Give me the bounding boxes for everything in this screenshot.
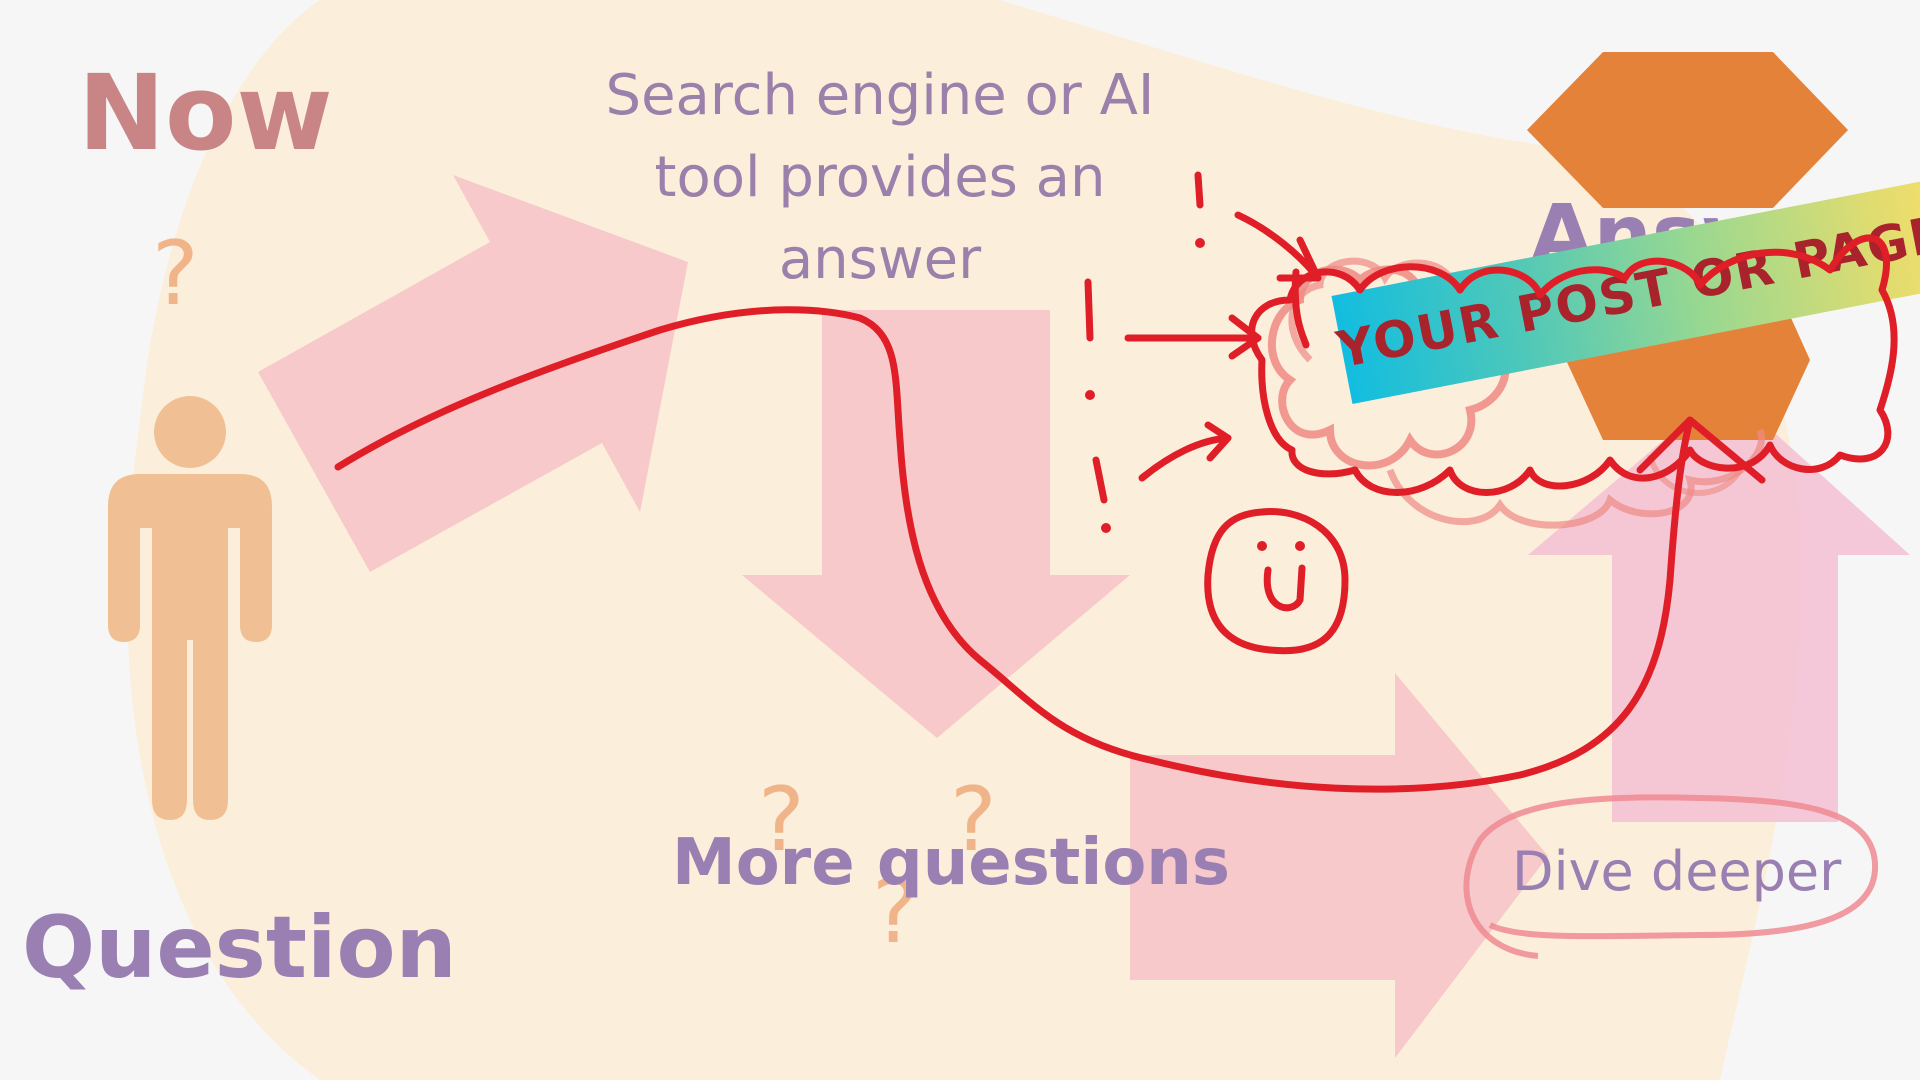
red-path-line <box>334 306 1694 793</box>
smiley-icon <box>1204 508 1349 655</box>
arrow-right <box>1130 673 1548 1058</box>
red-cloud-scribble <box>1248 234 1898 496</box>
now-label: Now <box>78 52 333 174</box>
dive-deeper-loop <box>1463 794 1879 959</box>
red-arrow-bottom <box>1138 434 1232 482</box>
question-mark: ? <box>152 222 199 325</box>
cloud-outline-pink <box>1386 428 1765 529</box>
hexagon-icon <box>1527 52 1848 208</box>
arrow-up-right <box>258 175 688 572</box>
smiley-icon <box>1263 564 1306 612</box>
question-mark: ? <box>758 768 805 871</box>
red-arrowhead <box>1228 314 1262 360</box>
red-arrowhead <box>1636 416 1766 484</box>
exclamation-mark <box>1291 268 1310 349</box>
question-mark: ? <box>950 768 997 871</box>
exclamation-mark <box>1194 171 1204 209</box>
cloud-outline-pink <box>1647 454 1743 496</box>
exclamation-mark <box>1092 456 1108 504</box>
red-arrowhead <box>1204 421 1232 462</box>
person-icon <box>108 396 272 820</box>
dive-deeper-label: Dive deeper <box>1512 840 1842 903</box>
more-questions-label: More questions <box>672 826 1230 900</box>
question-label: Question <box>22 898 457 998</box>
question-mark: ? <box>872 860 919 963</box>
exclamation-mark <box>1084 278 1094 342</box>
arrow-down <box>742 310 1130 738</box>
search-answer-caption: Search engine or AI tool provides an ans… <box>605 63 1155 292</box>
